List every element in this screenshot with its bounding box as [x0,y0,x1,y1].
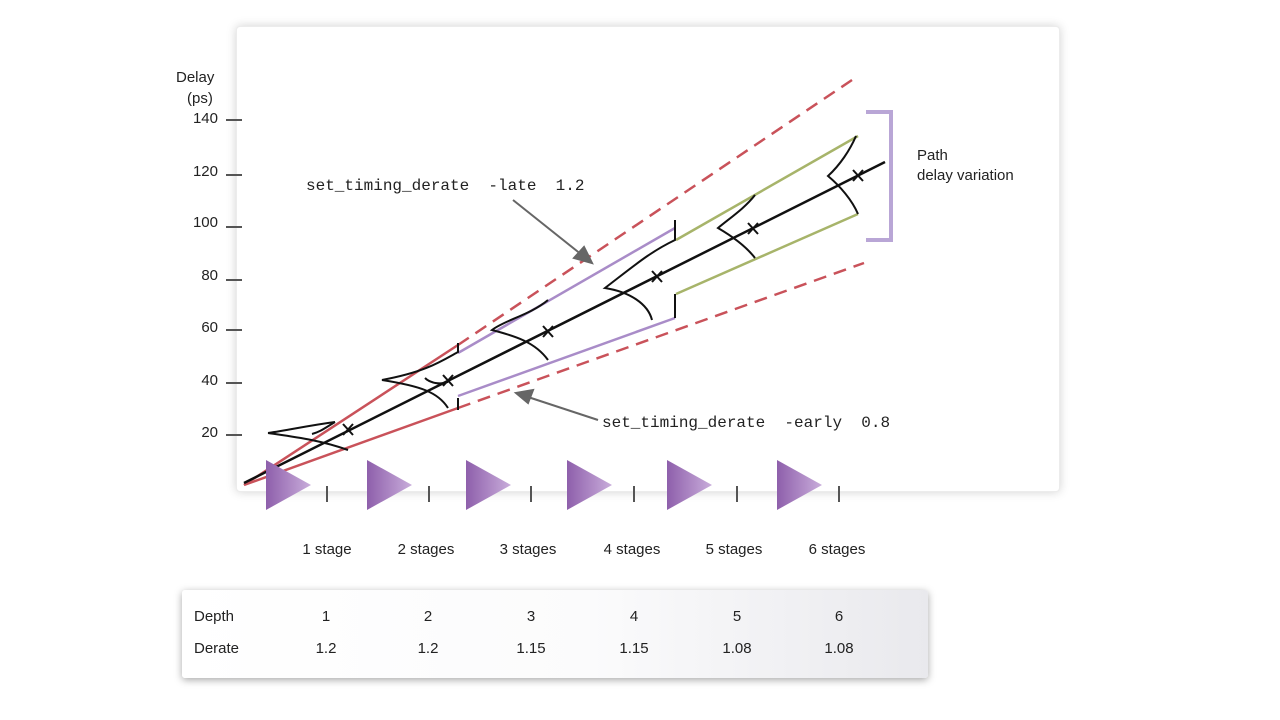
y-tick-label: 120 [192,163,218,180]
y-tick-label: 140 [192,110,218,127]
stage-triangle-5 [667,460,712,510]
depth-cell: 5 [732,608,742,625]
depth-row-label: Depth [194,608,235,625]
derate-1-08-envelope [675,134,859,296]
derate-cell: 1.08 [824,640,854,657]
depth-cell: 6 [834,608,844,625]
stage-triangle-2 [367,460,412,510]
late-derate-command: set_timing_derate -late 1.2 [306,177,585,195]
early-derate-command: set_timing_derate -early 0.8 [602,414,891,432]
y-axis-title: Delay [176,69,215,86]
stage-label: 1 stage [302,541,352,558]
diagram-panel [236,26,1060,492]
y-tick-label: 20 [201,424,218,441]
derate-1-15-envelope [457,226,676,398]
derate-table [182,590,928,678]
path-variation-bracket [866,110,893,242]
path-variation-line1: Path [917,147,948,164]
y-tick-label: 80 [201,267,218,284]
y-axis-unit: (ps) [187,90,213,107]
stage-label: 5 stages [705,541,763,558]
derate-cell: 1.15 [516,640,546,657]
stage-cells [266,460,822,510]
stage-label: 3 stages [499,541,557,558]
stage-label: 2 stages [397,541,455,558]
depth-cell: 1 [321,608,331,625]
stage-triangle-1 [266,460,311,510]
stage-triangle-4 [567,460,612,510]
depth-cell: 3 [526,608,536,625]
delay-distributions [267,135,859,451]
depth-cell: 2 [423,608,433,625]
mean-markers [342,169,864,436]
y-tick-label: 100 [192,214,218,231]
derate-cell: 1.15 [619,640,649,657]
nominal-path-line [243,160,886,485]
path-variation-label: Path delay variation [917,146,1014,186]
derate-cell: 1.08 [722,640,752,657]
path-variation-line2: delay variation [917,167,1014,184]
stage-label: 6 stages [808,541,866,558]
derate-cell: 1.2 [315,640,337,657]
callout-arrows [512,199,599,421]
stage-separators [326,486,840,502]
y-tick-label: 60 [201,319,218,336]
depth-cell: 4 [629,608,639,625]
stage-label: 4 stages [603,541,661,558]
derate-row-label: Derate [194,640,240,657]
stage-triangle-6 [777,460,822,510]
late-derate-bound [243,78,853,487]
derate-cell: 1.2 [417,640,439,657]
y-axis-ticks [226,119,242,436]
y-tick-label: 40 [201,372,218,389]
stage-triangle-3 [466,460,511,510]
